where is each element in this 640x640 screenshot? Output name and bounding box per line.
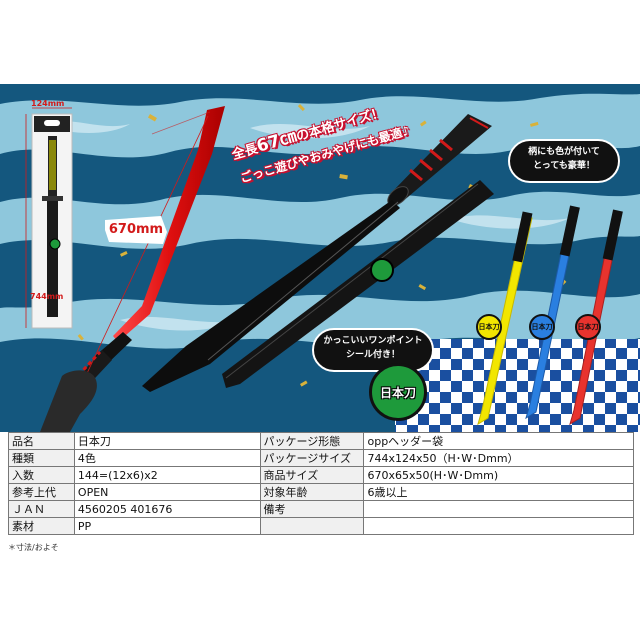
yellow-seal-label: 日本刀	[478, 323, 500, 331]
length-badge-label: 670mm	[108, 222, 164, 237]
spec-key: パッケージ形態	[259, 432, 365, 450]
spec-key: パッケージサイズ	[259, 449, 365, 467]
package-width-label: 124mm	[31, 99, 65, 108]
grip-callout-bubble: 柄にも色が付いて とっても豪華！	[508, 139, 620, 183]
spec-value: 4色	[73, 449, 261, 467]
spec-key: 商品サイズ	[259, 466, 365, 484]
spec-value: 670x65x50(H･W･Dmm)	[363, 466, 634, 484]
dimension-footnote: ＊寸法/およそ	[8, 543, 59, 552]
large-seal-label: 日本刀	[379, 386, 416, 400]
spec-value: OPEN	[73, 483, 261, 501]
spec-value	[363, 500, 634, 518]
red-seal-icon: 日本刀	[575, 314, 601, 340]
spec-key: 対象年齢	[259, 483, 365, 501]
blue-sword-image	[525, 205, 580, 420]
spec-value: PP	[73, 517, 261, 535]
spec-key: ＪＡＮ	[8, 500, 75, 518]
blue-seal-label: 日本刀	[531, 323, 553, 331]
seal-callout-bubble: かっこいいワンポイント シール付き！	[312, 328, 434, 372]
package-height-label: 744mm	[30, 292, 64, 301]
spec-key: 素材	[8, 517, 75, 535]
length-badge-shape	[105, 216, 167, 244]
spec-value: 744x124x50（H･W･Dmm）	[363, 449, 634, 467]
spec-key: 入数	[8, 466, 75, 484]
spec-value: 日本刀	[73, 432, 261, 450]
scabbard-image	[222, 180, 494, 388]
large-seal-icon: 日本刀	[369, 363, 427, 421]
black-katana-image	[142, 114, 492, 392]
spec-key	[259, 517, 365, 535]
spec-key: 品名	[8, 432, 75, 450]
spec-key: 種類	[8, 449, 75, 467]
spec-value: 6歳以上	[363, 483, 634, 501]
length-badge: 670mm	[103, 214, 169, 246]
spec-key: 備考	[259, 500, 365, 518]
checker-pattern	[395, 339, 640, 432]
hand-image	[40, 370, 97, 432]
yellow-sword-image	[477, 211, 533, 426]
grip-callout-line2: とっても豪華！	[533, 161, 595, 171]
red-seal-label: 日本刀	[577, 323, 599, 331]
seal-callout-line1: かっこいいワンポイント	[323, 336, 423, 346]
spec-value	[363, 517, 634, 535]
grip-callout-line1: 柄にも色が付いて	[528, 147, 600, 157]
spec-value: 144=(12x6)x2	[73, 466, 261, 484]
seal-callout-line2: シール付き！	[345, 350, 400, 360]
spec-key: 参考上代	[8, 483, 75, 501]
spec-value: oppヘッダー袋	[363, 432, 634, 450]
blue-seal-icon: 日本刀	[529, 314, 555, 340]
yellow-seal-icon: 日本刀	[476, 314, 502, 340]
spec-value: 4560205 401676	[73, 500, 261, 518]
package-image	[25, 107, 73, 329]
